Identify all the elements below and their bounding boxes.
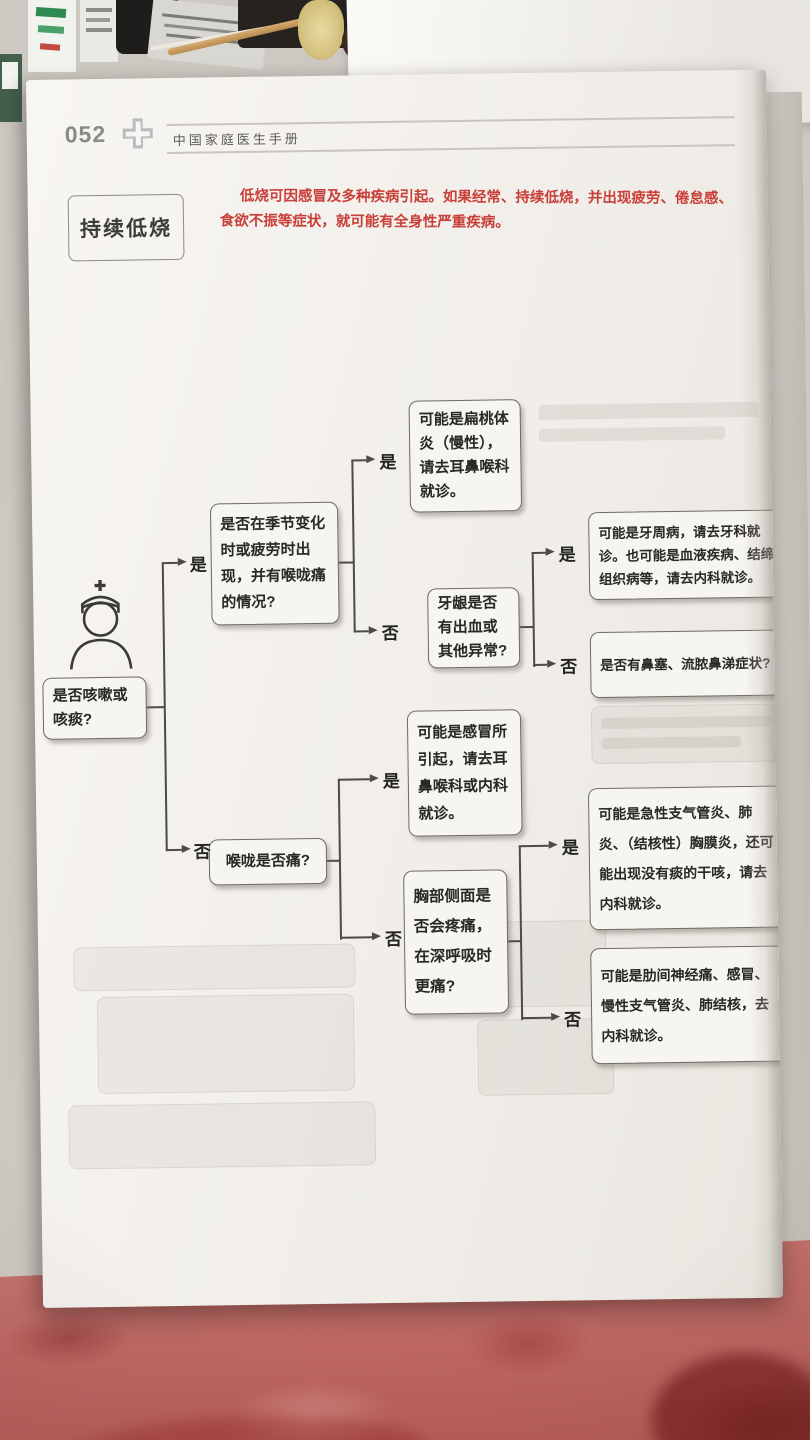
arrow-icon xyxy=(368,626,378,635)
branch-label-no: 否 xyxy=(381,623,399,644)
bleedthrough-bar xyxy=(601,736,742,750)
book-page: 052 中国家庭医生手册 持续低烧 低烧可因感冒及多种疾病引起。如果经常、持续低… xyxy=(26,69,784,1308)
arrow-icon xyxy=(177,557,187,566)
flow-question-chest: 胸部侧面是否会疼痛，在深呼吸时更痛? xyxy=(403,869,510,1015)
connector-line xyxy=(337,779,343,940)
branch-label-yes: 是 xyxy=(561,838,579,858)
arrow-icon xyxy=(551,1012,561,1021)
bleedthrough-box xyxy=(590,703,784,765)
branch-label-no: 否 xyxy=(560,657,578,677)
bleedthrough-box xyxy=(96,993,356,1095)
header-rule-top xyxy=(166,116,735,126)
flow-root-question: 是否咳嗽或咳痰? xyxy=(42,676,148,740)
bleedthrough-bar xyxy=(538,426,726,442)
connector-line xyxy=(531,552,536,667)
connector-line xyxy=(533,663,548,666)
book-title: 中国家庭医生手册 xyxy=(172,131,301,148)
branch-label-yes: 是 xyxy=(379,452,397,473)
branch-label-no: 否 xyxy=(193,842,211,862)
medical-cross-icon xyxy=(122,118,153,149)
branch-label-yes: 是 xyxy=(558,545,576,565)
flow-question-throat: 喉咙是否痛? xyxy=(208,837,328,886)
white-chip-left xyxy=(2,62,18,89)
branch-label-no: 否 xyxy=(564,1010,582,1030)
arrow-icon xyxy=(369,774,379,783)
connector-line xyxy=(165,848,182,852)
arrow-icon xyxy=(547,659,557,668)
branch-label-no: 否 xyxy=(384,929,403,950)
connector-line xyxy=(353,630,369,633)
connector-line xyxy=(351,460,356,633)
table-stain xyxy=(51,1407,435,1440)
flow-result-cold: 可能是感冒所引起，请去耳鼻喉科或内科就诊。 xyxy=(406,709,523,837)
topic-description-line1: 低烧可因感冒及多种疾病引起。如果经常、持续低烧，并出现疲劳、倦怠感、 xyxy=(239,188,733,207)
arrow-icon xyxy=(371,932,382,941)
flow-result-periodontal: 可能是牙周病，请去牙科就诊。也可能是血液疾病、结缔组织病等，请去内科就诊。 xyxy=(588,509,784,601)
bleedthrough-bar xyxy=(538,401,759,420)
connector-line xyxy=(351,459,367,462)
connector-line xyxy=(338,561,354,564)
paper-card-text xyxy=(86,8,112,12)
topic-title-box: 持续低烧 xyxy=(67,193,185,262)
connector-line xyxy=(161,561,178,565)
branch-label-yes: 是 xyxy=(382,771,400,792)
flow-result-intercostal: 可能是肋间神经痛、感冒、慢性支气管炎、肺结核，去内科就诊。 xyxy=(590,945,784,1065)
arrow-icon xyxy=(545,547,555,556)
page-number: 052 xyxy=(64,120,107,148)
table-stain xyxy=(648,1349,810,1440)
connector-line xyxy=(339,936,373,939)
connector-line xyxy=(146,706,165,709)
flow-question-gum: 牙龈是否有出血或其他异常? xyxy=(427,587,521,669)
paper-card-text xyxy=(86,28,112,32)
arrow-icon xyxy=(181,844,191,853)
yellow-handle xyxy=(298,0,344,60)
paper-card-text xyxy=(86,18,110,22)
connector-line xyxy=(518,844,549,848)
topic-description-line2: 食欲不振等症状，就可能有全身性严重疾病。 xyxy=(219,213,510,231)
connector-line xyxy=(531,551,546,554)
flow-result-bronchitis: 可能是急性支气管炎、肺炎、（结核性）胸膜炎，还可能出现没有痰的干咳，请去内科就诊… xyxy=(587,785,784,931)
branch-label-yes: 是 xyxy=(189,555,207,575)
arrow-icon xyxy=(548,840,558,849)
bleedthrough-box xyxy=(73,943,356,992)
arrow-icon xyxy=(366,455,376,464)
topic-description: 低烧可因感冒及多种疾病引起。如果经常、持续低烧，并出现疲劳、倦怠感、 食欲不振等… xyxy=(196,184,771,237)
flow-result-tonsillitis: 可能是扁桃体炎（慢性），请去耳鼻喉科就诊。 xyxy=(408,399,523,513)
bleedthrough-bar xyxy=(600,715,772,730)
connector-line xyxy=(519,625,534,629)
connector-line xyxy=(521,1016,552,1020)
doctor-icon xyxy=(61,576,140,671)
connector-line xyxy=(337,778,370,781)
bleedthrough-box xyxy=(68,1101,377,1170)
flow-question-season: 是否在季节变化时或疲劳时出现，并有喉咙痛的情况? xyxy=(209,501,340,626)
flow-question-nose: 是否有鼻塞、流脓鼻涕症状? xyxy=(589,629,784,699)
